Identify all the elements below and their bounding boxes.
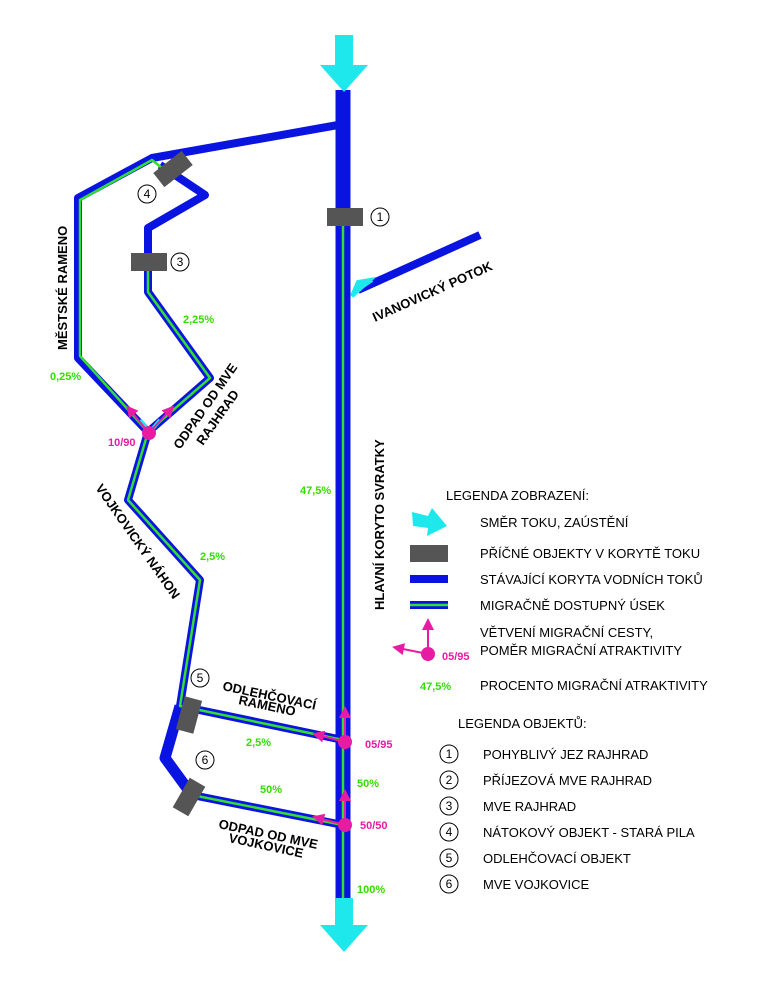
legend-branch-sample: 05/95 xyxy=(442,651,470,663)
pct-relief-arm: 2,5% xyxy=(246,737,271,749)
svg-text:5: 5 xyxy=(197,671,204,685)
tributary-inflow-arrow-icon xyxy=(350,276,377,298)
tailrace-migration-line xyxy=(146,270,212,433)
pct-vojkovice-race: 2,5% xyxy=(200,551,225,563)
junction-vojkovice xyxy=(312,789,352,832)
pct-outlet: 100% xyxy=(357,884,385,896)
junction-relief xyxy=(312,706,352,749)
marker-6: 6 xyxy=(195,750,215,770)
town-arm-migration-line xyxy=(78,158,163,433)
branch-icon xyxy=(392,618,435,661)
structure-3 xyxy=(131,253,167,271)
ratio-relief: 05/95 xyxy=(365,739,393,751)
legend-percent-label: PROCENTO MIGRAČNÍ ATRAKTIVITY xyxy=(480,678,708,693)
svg-text:MVE RAJHRAD: MVE RAJHRAD xyxy=(483,799,576,814)
legend-object-4: 4 NÁTOKOVÝ OBJEKT - STARÁ PILA xyxy=(439,822,695,842)
ratio-upper: 10/90 xyxy=(108,437,136,449)
connector-channel xyxy=(144,161,209,262)
migration-branch-junctions xyxy=(126,405,352,832)
display-legend: LEGENDA ZOBRAZENÍ: SMĚR TOKU, ZAÚSTĚNÍ P… xyxy=(392,488,708,693)
svg-text:2: 2 xyxy=(446,773,453,787)
structure-4 xyxy=(153,150,193,188)
label-town-arm: MĚSTSKÉ RAMENO xyxy=(55,226,70,350)
structure-5 xyxy=(175,696,203,734)
ratio-labels: 10/90 05/95 50/50 xyxy=(108,437,393,832)
structures xyxy=(131,150,363,817)
marker-3: 3 xyxy=(170,252,190,272)
svg-text:ODLEHČOVACÍ OBJEKT: ODLEHČOVACÍ OBJEKT xyxy=(483,851,631,866)
marker-1: 1 xyxy=(370,207,390,227)
flow-arrow-icon xyxy=(412,508,447,536)
legend-object-6: 6 MVE VOJKOVICE xyxy=(439,874,590,894)
vojkovice-lower-channel xyxy=(159,704,197,799)
svg-text:POHYBLIVÝ JEZ RAJHRAD: POHYBLIVÝ JEZ RAJHRAD xyxy=(483,747,648,762)
junction-upper xyxy=(126,405,175,440)
inflow-arrow-icon xyxy=(320,35,368,92)
svg-text:5: 5 xyxy=(446,851,453,865)
legend-object-3: 3 MVE RAJHRAD xyxy=(439,796,576,816)
object-markers: 1 3 4 5 6 xyxy=(137,184,390,770)
legend-branch-label-1: VĚTVENÍ MIGRAČNÍ CESTY, xyxy=(480,625,653,640)
town-arm-channel xyxy=(74,121,339,435)
pct-town-arm: 0,25% xyxy=(50,371,81,383)
legend-object-5: 5 ODLEHČOVACÍ OBJEKT xyxy=(439,848,631,868)
pct-tailrace-vojkovice: 50% xyxy=(260,784,282,796)
svg-text:1: 1 xyxy=(446,747,453,761)
ratio-vojkovice: 50/50 xyxy=(360,820,388,832)
channel-network xyxy=(74,90,482,905)
objects-legend: LEGENDA OBJEKTŮ: 1 POHYBLIVÝ JEZ RAJHRAD… xyxy=(439,716,695,894)
stream-labels: HLAVNÍ KORYTO SVRATKY IVANOVICKÝ POTOK M… xyxy=(55,226,495,861)
legend-flow-label: SMĚR TOKU, ZAÚSTĚNÍ xyxy=(480,515,629,530)
legend-branch-label-2: POMĚR MIGRAČNÍ ATRAKTIVITY xyxy=(480,643,682,658)
svg-text:4: 4 xyxy=(144,187,151,201)
legend-object-1: 1 POHYBLIVÝ JEZ RAJHRAD xyxy=(439,744,648,764)
svg-text:MVE VOJKOVICE: MVE VOJKOVICE xyxy=(483,877,590,892)
migration-network xyxy=(78,158,345,905)
svg-text:6: 6 xyxy=(446,877,453,891)
svg-text:4: 4 xyxy=(446,825,453,839)
svg-text:1: 1 xyxy=(377,210,384,224)
race-migration-line xyxy=(126,431,344,742)
pct-main: 47,5% xyxy=(300,485,331,497)
legend-object-2: 2 PŘÍJEZOVÁ MVE RAJHRAD xyxy=(439,770,652,790)
vojkovice-migration-line xyxy=(191,793,344,827)
legend-percent-sample: 47,5% xyxy=(420,681,451,693)
ivanovicky-potok-channel xyxy=(356,231,482,294)
svg-text:6: 6 xyxy=(202,753,209,767)
svg-text:PŘÍJEZOVÁ MVE RAJHRAD: PŘÍJEZOVÁ MVE RAJHRAD xyxy=(483,773,652,788)
structure-6 xyxy=(172,777,206,817)
legend-structure-label: PŘÍČNÉ OBJEKTY V KORYTĚ TOKU xyxy=(480,546,700,561)
svg-text:3: 3 xyxy=(177,255,184,269)
legend-migration-label: MIGRAČNĚ DOSTUPNÝ ÚSEK xyxy=(480,598,665,613)
label-tributary: IVANOVICKÝ POTOK xyxy=(370,258,495,325)
structure-icon xyxy=(410,545,448,562)
svg-text:3: 3 xyxy=(446,799,453,813)
pct-main-after-relief: 50% xyxy=(357,778,379,790)
percentage-labels: 0,25% 2,25% 47,5% 2,5% 2,5% 50% 50% 100% xyxy=(50,314,385,896)
marker-4: 4 xyxy=(137,184,157,204)
label-main-channel: HLAVNÍ KORYTO SVRATKY xyxy=(372,439,387,610)
outflow-arrow-icon xyxy=(320,898,368,952)
display-legend-title: LEGENDA ZOBRAZENÍ: xyxy=(446,488,589,503)
marker-5: 5 xyxy=(190,668,210,688)
svg-text:NÁTOKOVÝ OBJEKT - STARÁ PILA: NÁTOKOVÝ OBJEKT - STARÁ PILA xyxy=(483,825,695,840)
objects-legend-title: LEGENDA OBJEKTŮ: xyxy=(458,716,587,731)
legend-channel-label: STÁVAJÍCÍ KORYTA VODNÍCH TOKŮ xyxy=(480,572,703,587)
structure-1 xyxy=(327,208,363,226)
pct-tailrace-rajhrad: 2,25% xyxy=(183,314,214,326)
